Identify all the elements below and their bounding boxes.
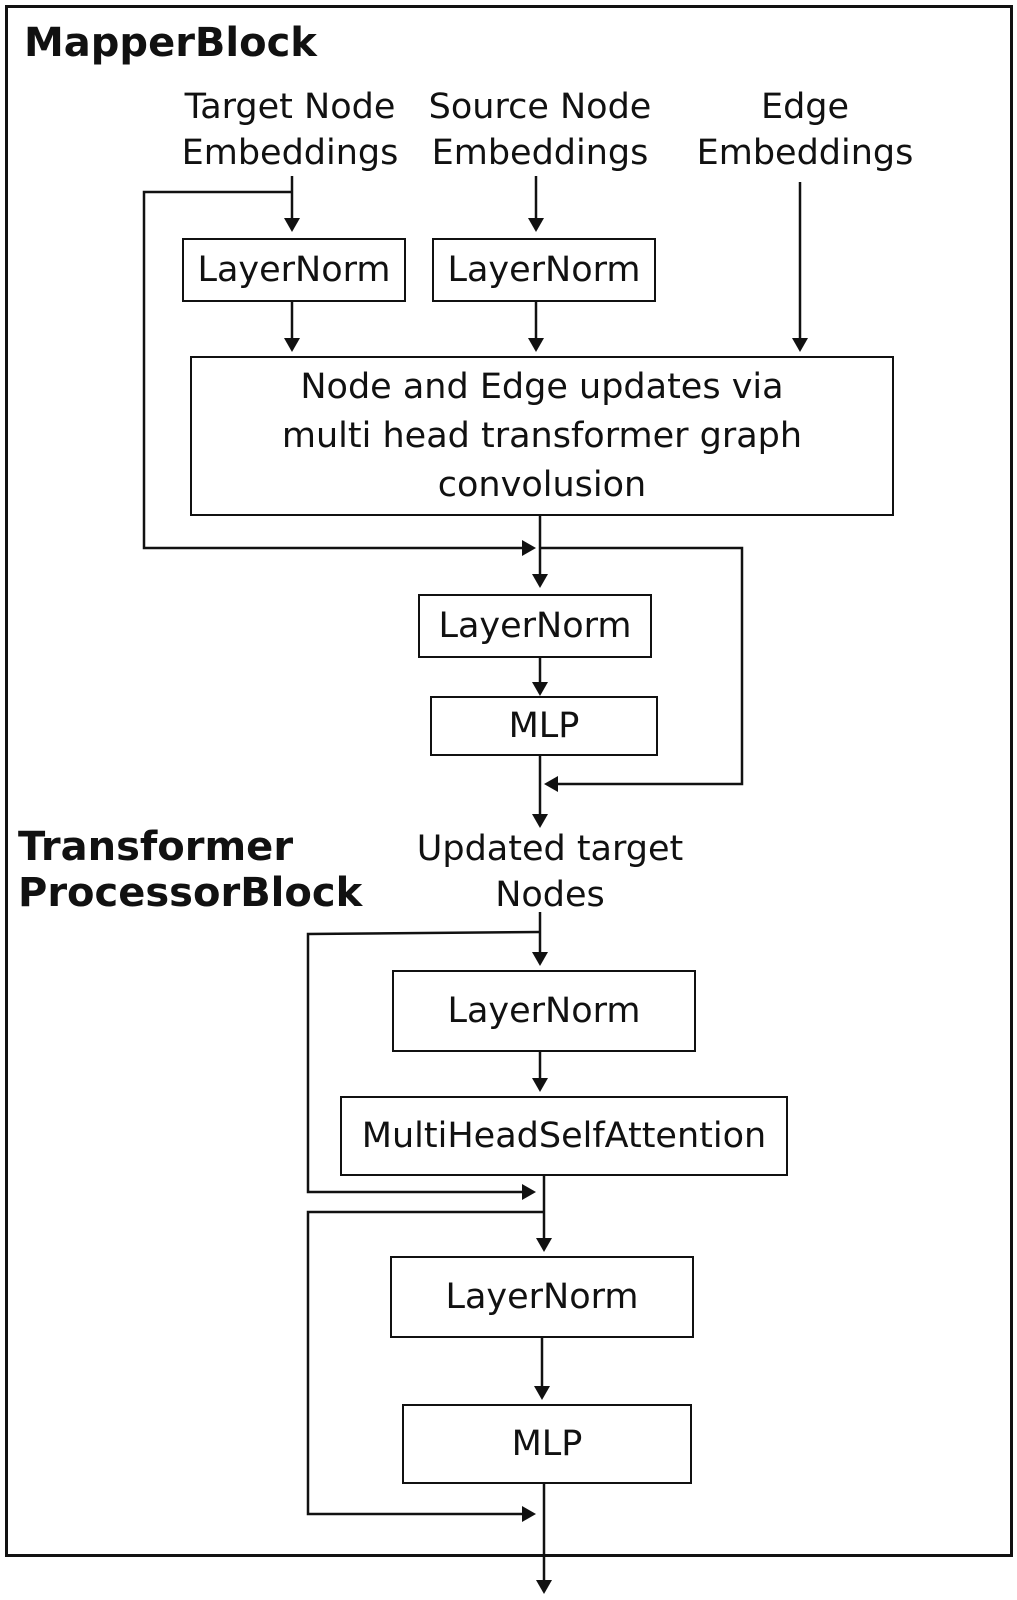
target-node-embeddings-label: Target Node Embeddings: [181, 87, 399, 173]
arrowhead: [522, 540, 536, 556]
processor-block-title: Transformer ProcessorBlock: [18, 824, 363, 916]
arrowhead: [528, 218, 544, 232]
residual-mlp-path: [306, 1210, 544, 1516]
layernorm-source-box: LayerNorm: [432, 238, 656, 302]
residual-right-path: [540, 546, 744, 786]
arrowhead: [544, 776, 558, 792]
graph-convolution-box: Node and Edge updates via multi head tra…: [190, 356, 894, 516]
arrowhead: [532, 1078, 548, 1092]
arrowhead: [792, 338, 808, 352]
arrowhead: [532, 682, 548, 696]
arrowhead: [284, 218, 300, 232]
layernorm-post-box: LayerNorm: [418, 594, 652, 658]
mapper-block-title: MapperBlock: [24, 20, 317, 66]
multi-head-self-attention-box: MultiHeadSelfAttention: [340, 1096, 788, 1176]
processor-mlp-box: MLP: [402, 1404, 692, 1484]
residual-target-path: [142, 190, 524, 550]
updated-target-nodes-label: Updated target Nodes: [416, 829, 684, 915]
arrowhead: [284, 338, 300, 352]
arrowhead: [528, 338, 544, 352]
processor-layernorm-2-box: LayerNorm: [390, 1256, 694, 1338]
arrowhead: [532, 952, 548, 966]
arrowhead: [536, 1238, 552, 1252]
residual-attention-path: [306, 930, 541, 1194]
arrowhead: [532, 814, 548, 828]
arrowhead: [522, 1506, 536, 1522]
source-node-embeddings-label: Source Node Embeddings: [428, 87, 652, 173]
layernorm-target-box: LayerNorm: [182, 238, 406, 302]
mapper-mlp-box: MLP: [430, 696, 658, 756]
diagram-frame: [5, 5, 1013, 1557]
edge-embeddings-label: Edge Embeddings: [696, 87, 914, 173]
arrowhead: [522, 1184, 536, 1200]
processor-layernorm-1-box: LayerNorm: [392, 970, 696, 1052]
arrowhead: [534, 1386, 550, 1400]
arrowhead: [532, 574, 548, 588]
arrowhead: [536, 1580, 552, 1594]
